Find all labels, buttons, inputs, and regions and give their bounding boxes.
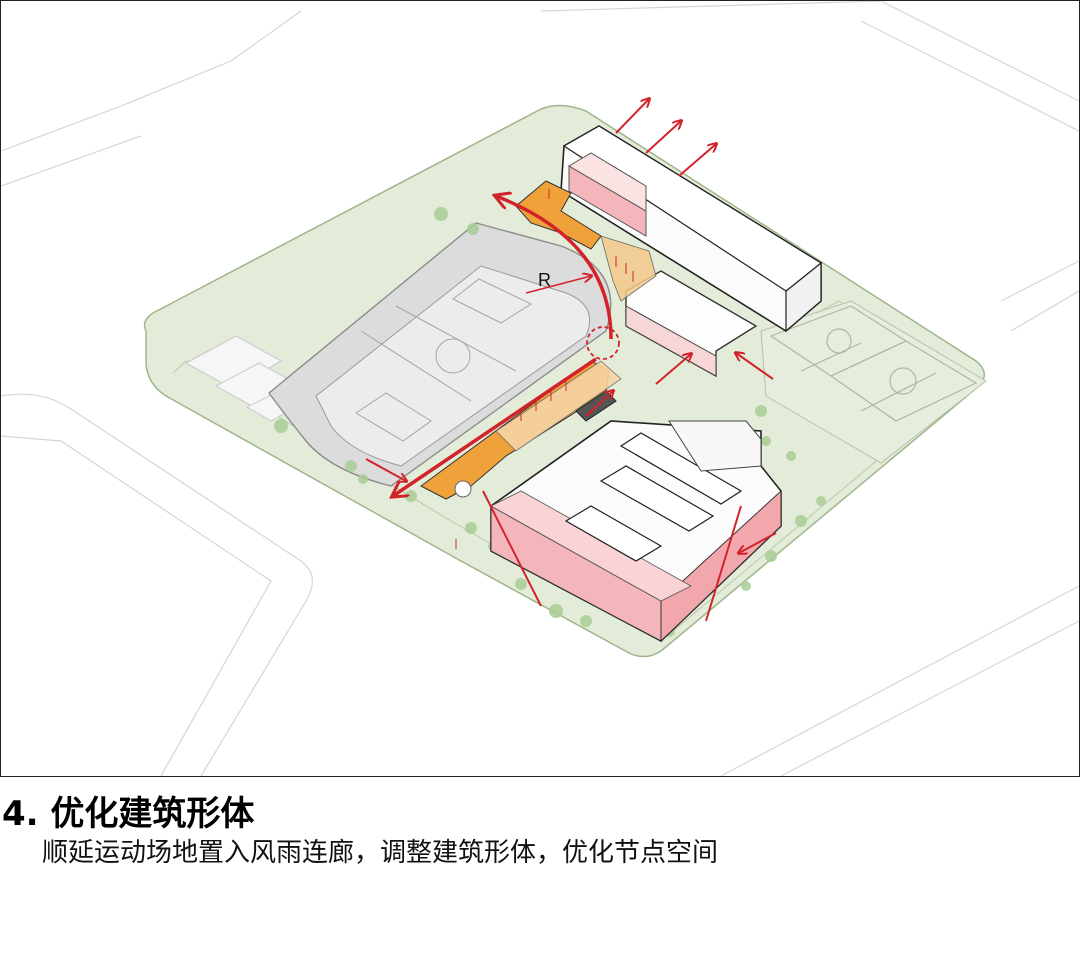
small-plaza-circle (454, 480, 472, 498)
covered-walkway-arrow (496, 196, 613, 340)
sports-field (268, 222, 612, 487)
flow-ticks (455, 189, 634, 549)
covered-walkway-arrow-south (393, 357, 597, 496)
north-pink-wing (568, 152, 647, 237)
sight-lines (482, 490, 742, 622)
football-field (315, 265, 591, 467)
view-arrows-north (615, 99, 716, 177)
axonometric-site-diagram: R (0, 0, 1080, 777)
section-description: 顺延运动场地置入风雨连廊，调整建筑形体，优化节点空间 (42, 838, 719, 868)
access-arrows (365, 353, 777, 553)
radius-label: R (538, 270, 551, 290)
node-circle (586, 326, 620, 360)
section-title: 4. 优化建筑形体 (2, 794, 255, 834)
corridor-north-link (600, 235, 657, 302)
east-pitches (760, 300, 987, 464)
radius-line (525, 276, 591, 294)
surrounding-roads (1, 1, 1079, 776)
site-plan-drawing: R (1, 1, 1079, 776)
south-building (490, 420, 782, 643)
